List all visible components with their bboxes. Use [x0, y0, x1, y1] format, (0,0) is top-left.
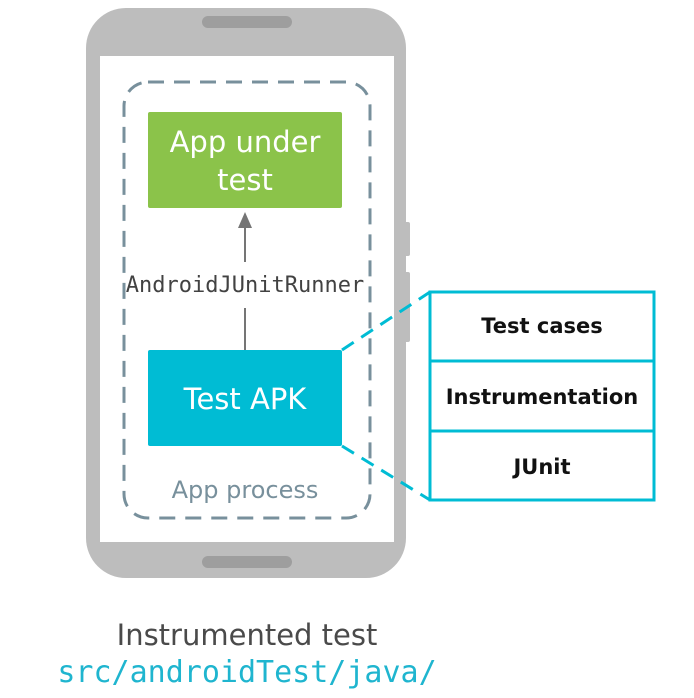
expansion-line-top: [341, 290, 431, 352]
phone-home-bar: [202, 556, 292, 568]
phone-speaker: [202, 16, 292, 28]
component-instrumentation: Instrumentation: [446, 385, 639, 409]
component-junit: JUnit: [511, 455, 570, 479]
phone-side-button-top: [404, 222, 410, 256]
test-apk-label: Test APK: [183, 382, 308, 416]
app-process-label: App process: [172, 476, 319, 504]
caption-title: Instrumented test: [116, 618, 378, 652]
app-under-test-label-line1: App under: [170, 125, 321, 159]
test-apk-components-panel: [428, 290, 656, 502]
test-apk-box: [148, 350, 342, 446]
runner-arrow-head: [238, 212, 252, 228]
app-process-boundary: [122, 80, 372, 520]
app-under-test-box: [148, 112, 342, 208]
app-under-test-label-line2: test: [217, 163, 273, 197]
expansion-line-bottom: [341, 444, 431, 502]
component-test-cases: Test cases: [481, 314, 603, 338]
caption-path: src/androidTest/java/: [57, 655, 437, 690]
runner-label: AndroidJUnitRunner: [126, 273, 364, 298]
